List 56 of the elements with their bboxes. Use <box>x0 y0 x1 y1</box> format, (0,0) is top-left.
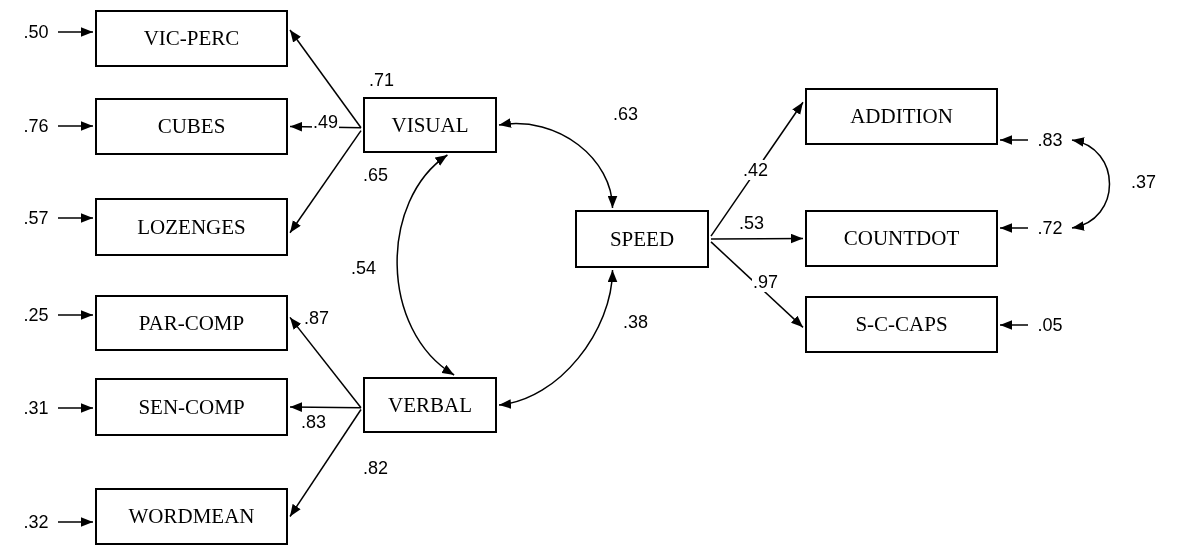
double-headed-arrow <box>498 119 617 209</box>
arrow <box>289 129 362 234</box>
variable-box <box>575 210 709 268</box>
path-coefficient: .42 <box>742 160 770 180</box>
double-headed-arrow <box>1071 138 1111 230</box>
double-headed-arrow <box>396 154 455 376</box>
variable-name: PAR-COMP <box>138 310 245 336</box>
variable-box <box>805 88 998 145</box>
variable-box <box>95 10 288 67</box>
arrow <box>710 233 804 244</box>
arrow <box>999 223 1029 233</box>
arrow <box>57 310 94 320</box>
error-value: .31 <box>16 396 56 420</box>
error-value: .57 <box>16 206 56 230</box>
variable-box <box>805 210 998 267</box>
arrow <box>57 213 94 223</box>
arrow <box>57 517 94 527</box>
variable-box <box>95 488 288 545</box>
variable-name: COUNTDOT <box>843 226 960 251</box>
arrow <box>57 403 94 413</box>
variable-box <box>95 295 288 351</box>
error-value: .76 <box>16 114 56 138</box>
error-value: .32 <box>16 510 56 534</box>
error-value: .72 <box>1030 216 1070 240</box>
arrow <box>289 402 362 412</box>
arrow <box>57 27 94 37</box>
arrow <box>57 121 94 131</box>
error-value: .25 <box>16 303 56 327</box>
error-value: .83 <box>1030 128 1070 152</box>
variable-box <box>95 198 288 256</box>
arrow <box>289 408 362 518</box>
arrow <box>999 135 1029 145</box>
double-headed-arrow <box>498 269 617 408</box>
error-value: .50 <box>16 20 56 44</box>
arrow <box>710 241 804 329</box>
variable-name: VIC-PERC <box>143 26 240 51</box>
variable-name: VERBAL <box>388 392 472 418</box>
path-coefficient: .97 <box>752 272 780 292</box>
variable-box <box>363 377 497 433</box>
path-coefficient: .49 <box>312 112 340 132</box>
arrow <box>289 316 362 409</box>
variable-name: SEN-COMP <box>138 394 245 420</box>
variable-box <box>95 378 288 436</box>
variable-box <box>95 98 288 155</box>
variable-name: VISUAL <box>391 112 469 138</box>
variable-name: WORDMEAN <box>128 504 255 529</box>
variable-box <box>805 296 998 353</box>
variable-name: SPEED <box>609 226 675 252</box>
variable-name: ADDITION <box>850 104 953 129</box>
error-value: .05 <box>1030 313 1070 337</box>
variable-box <box>363 97 497 153</box>
variable-name: CUBES <box>157 114 226 139</box>
variable-name: LOZENGES <box>137 214 246 240</box>
arrow <box>289 29 362 129</box>
arrow <box>999 320 1029 330</box>
variable-name: S-C-CAPS <box>855 312 948 337</box>
